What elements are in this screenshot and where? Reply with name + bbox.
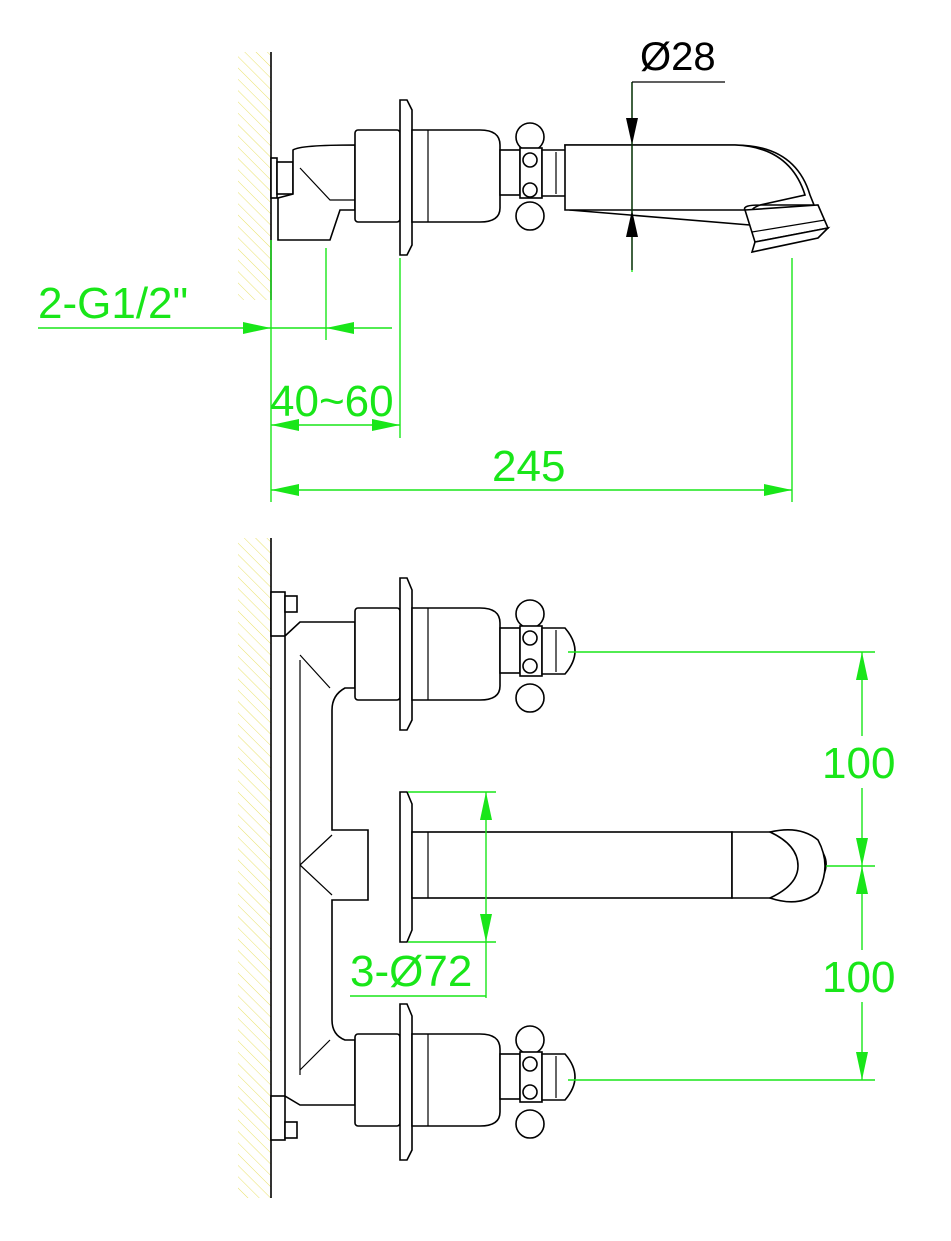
top-view: 100 100 3-Ø72 (238, 538, 904, 1198)
flange-diameter-label: 3-Ø72 (350, 947, 472, 996)
diameter-28-label: Ø28 (640, 35, 716, 79)
connection-label: 2-G1/2" (38, 279, 188, 328)
side-view: Ø28 2-G1/2" 40~60 245 (38, 35, 831, 502)
spacing-top-label: 100 (822, 739, 895, 788)
spacing-bottom-label: 100 (822, 953, 895, 1002)
wall-hatch-bottom (238, 538, 271, 1198)
projection-label: 245 (492, 442, 565, 491)
wall-depth-label: 40~60 (270, 377, 394, 426)
wall-hatch-top (238, 52, 271, 300)
